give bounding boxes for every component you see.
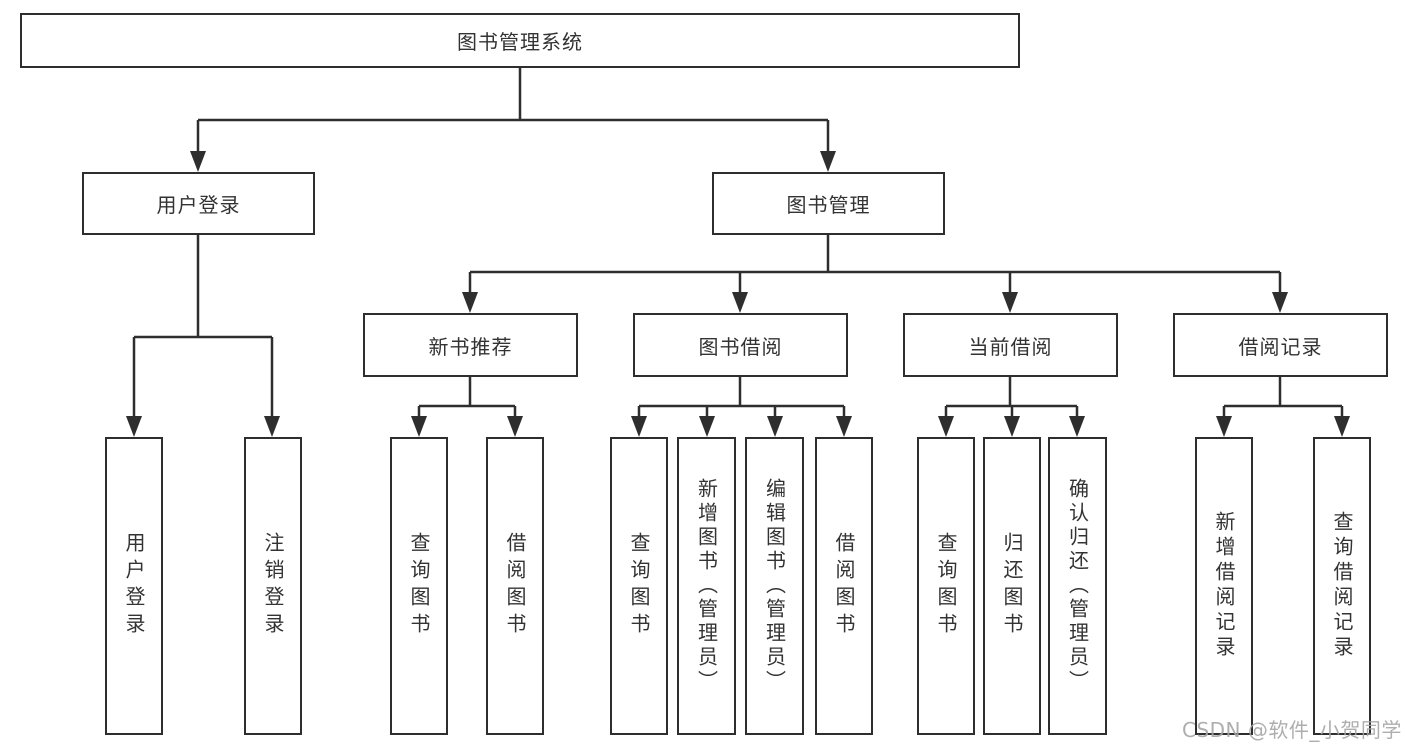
leaf-add-book-admin: 新增图书（管理员）: [677, 437, 736, 735]
leaf-query-books-borrow: 查询图书: [610, 437, 668, 735]
node-user-login: 用户登录: [82, 172, 315, 235]
leaf-borrow-books-recommend: 借阅图书: [486, 437, 544, 735]
leaf-borrow-books: 借阅图书: [815, 437, 873, 735]
node-borrow-records: 借阅记录: [1173, 313, 1388, 377]
leaf-edit-book-admin: 编辑图书（管理员）: [745, 437, 804, 735]
leaf-query-books-recommend: 查询图书: [390, 437, 448, 735]
node-book-management: 图书管理: [712, 172, 945, 235]
leaf-query-borrow-record: 查询借阅记录: [1313, 437, 1371, 735]
node-current-borrow: 当前借阅: [903, 313, 1118, 377]
leaf-user-login: 用户登录: [105, 437, 163, 735]
node-new-book-recommend: 新书推荐: [363, 313, 578, 377]
leaf-query-books-current: 查询图书: [917, 437, 975, 735]
csdn-watermark: CSDN @软件_小贺同学: [1182, 718, 1402, 742]
leaf-add-borrow-record: 新增借阅记录: [1195, 437, 1253, 735]
leaf-confirm-return-admin: 确认归还（管理员）: [1048, 437, 1107, 735]
leaf-logout: 注销登录: [244, 437, 302, 735]
node-book-borrow: 图书借阅: [633, 313, 848, 377]
node-root: 图书管理系统: [20, 13, 1020, 68]
leaf-return-book: 归还图书: [983, 437, 1041, 735]
